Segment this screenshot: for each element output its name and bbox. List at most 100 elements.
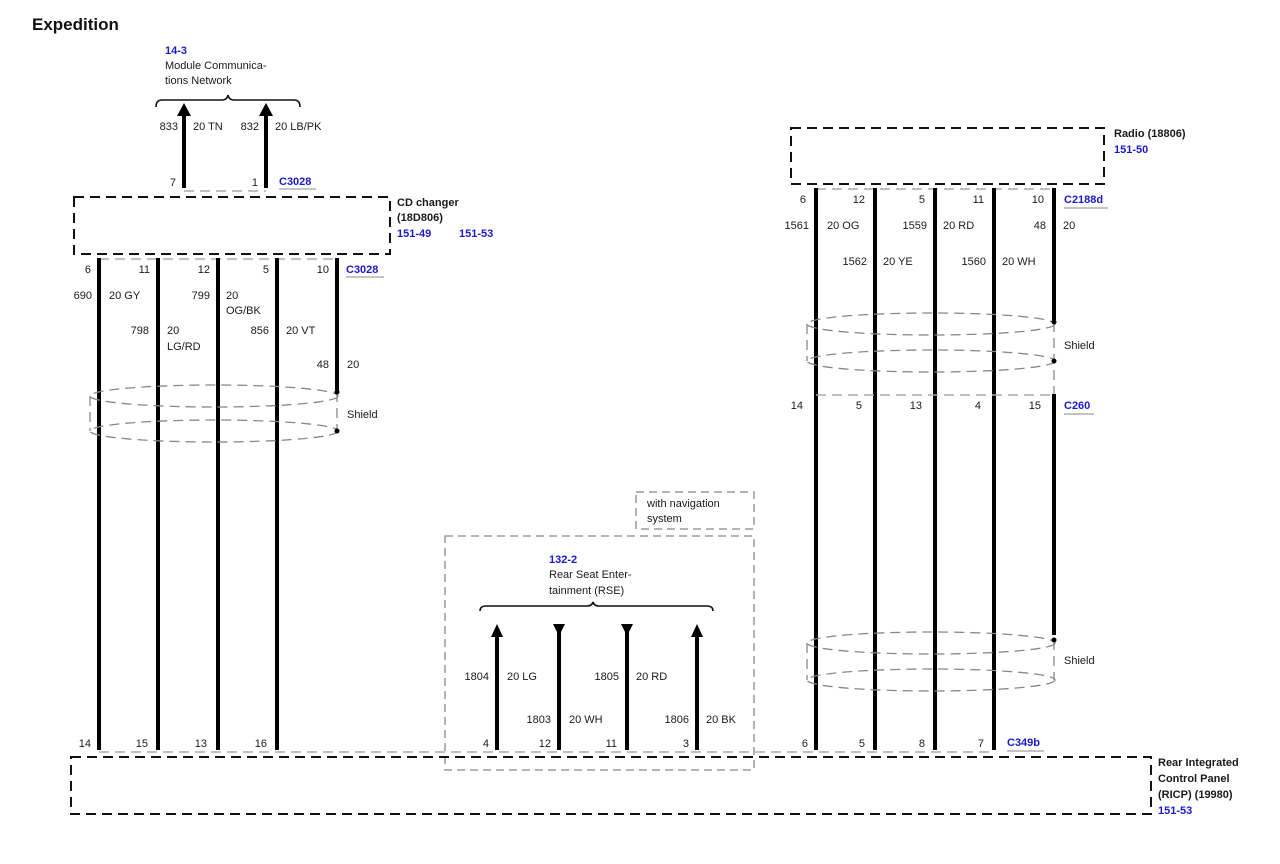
svg-text:20 TN: 20 TN	[193, 121, 223, 133]
ricp-ref-link[interactable]: 151-53	[1158, 805, 1192, 817]
svg-text:4: 4	[483, 738, 489, 750]
svg-text:6: 6	[800, 194, 806, 206]
svg-text:832: 832	[241, 121, 259, 133]
svg-text:11: 11	[139, 264, 150, 276]
svg-text:10: 10	[1032, 194, 1044, 206]
svg-text:1803: 1803	[527, 714, 551, 726]
radio-box	[790, 127, 1105, 185]
svg-text:20: 20	[1063, 220, 1075, 232]
svg-text:1806: 1806	[665, 714, 689, 726]
svg-text:1: 1	[252, 177, 258, 189]
svg-text:13: 13	[195, 738, 207, 750]
svg-text:15: 15	[1029, 400, 1041, 412]
svg-text:tainment (RSE): tainment (RSE)	[549, 585, 624, 597]
svg-text:20: 20	[226, 290, 238, 302]
svg-text:15: 15	[136, 738, 148, 750]
svg-text:20 WH: 20 WH	[569, 714, 603, 726]
svg-text:856: 856	[251, 325, 269, 337]
mcn-brace	[155, 94, 301, 108]
svg-text:1559: 1559	[903, 220, 927, 232]
arrow-up-icon	[177, 103, 191, 116]
svg-text:13: 13	[910, 400, 922, 412]
svg-text:1560: 1560	[962, 256, 986, 268]
svg-text:10: 10	[317, 264, 329, 276]
radio-shield-2-label: Shield	[1064, 655, 1095, 667]
svg-text:20 VT: 20 VT	[286, 325, 316, 337]
svg-text:20 OG: 20 OG	[827, 220, 859, 232]
mcn-wire-832: 832 20 LB/PK 1	[241, 103, 322, 189]
cd-changer-box	[73, 196, 391, 255]
mcn-connector-link[interactable]: C3028	[279, 176, 311, 188]
cd-changer-name-2: (18D806)	[397, 212, 443, 224]
arrow-up-icon	[691, 624, 703, 637]
svg-text:6: 6	[802, 738, 808, 750]
page-title: Expedition	[32, 15, 119, 34]
svg-text:20 BK: 20 BK	[706, 714, 737, 726]
radio-wires	[814, 188, 1056, 750]
svg-text:OG/BK: OG/BK	[226, 305, 262, 317]
svg-text:20: 20	[167, 325, 179, 337]
svg-text:20 RD: 20 RD	[636, 671, 667, 683]
svg-text:with navigation: with navigation	[646, 498, 720, 510]
arrow-down-icon	[621, 624, 633, 636]
svg-text:798: 798	[131, 325, 149, 337]
cd-changer-name-1: CD changer	[397, 197, 459, 209]
rse-ref-link[interactable]: 132-2	[549, 554, 577, 566]
svg-text:20 LG: 20 LG	[507, 671, 537, 683]
cd-changer-ref2-link[interactable]: 151-53	[459, 228, 493, 240]
arrow-down-icon	[553, 624, 565, 636]
svg-text:1562: 1562	[843, 256, 867, 268]
arrow-up-icon	[491, 624, 503, 637]
svg-text:20 GY: 20 GY	[109, 290, 141, 302]
svg-text:1561: 1561	[785, 220, 809, 232]
svg-text:5: 5	[859, 738, 865, 750]
ricp-box	[70, 756, 1152, 815]
svg-text:3: 3	[683, 738, 689, 750]
svg-text:12: 12	[853, 194, 865, 206]
cd-shield-label: Shield	[347, 409, 378, 421]
svg-text:20 YE: 20 YE	[883, 256, 913, 268]
cd-changer-ref1-link[interactable]: 151-49	[397, 228, 431, 240]
mcn-wire-833: 833 20 TN 7	[160, 103, 223, 189]
svg-text:14: 14	[791, 400, 803, 412]
rse-brace	[479, 601, 714, 612]
svg-text:5: 5	[263, 264, 269, 276]
arrow-up-icon	[259, 103, 273, 116]
svg-text:20 RD: 20 RD	[943, 220, 974, 232]
svg-text:20: 20	[347, 359, 359, 371]
svg-text:5: 5	[856, 400, 862, 412]
svg-text:20 WH: 20 WH	[1002, 256, 1036, 268]
cd-connector-link[interactable]: C3028	[346, 264, 378, 276]
cd-wires	[97, 258, 339, 750]
rse-option-box	[444, 535, 755, 771]
svg-text:5: 5	[919, 194, 925, 206]
svg-text:LG/RD: LG/RD	[167, 341, 201, 353]
radio-shield-1-label: Shield	[1064, 340, 1095, 352]
svg-text:8: 8	[919, 738, 925, 750]
svg-text:system: system	[647, 513, 682, 525]
rse-wires	[491, 624, 703, 750]
radio-shield-1	[806, 312, 1057, 394]
ricp-connector-link[interactable]: C349b	[1007, 737, 1040, 749]
svg-text:16: 16	[255, 738, 267, 750]
mcn-label-1: Module Communica-	[165, 60, 267, 72]
svg-text:12: 12	[198, 264, 210, 276]
svg-text:6: 6	[85, 264, 91, 276]
svg-text:48: 48	[1034, 220, 1046, 232]
ricp-name-1: Rear Integrated	[1158, 757, 1239, 769]
radio-shield-2	[806, 631, 1057, 692]
ricp-name-3: (RICP) (19980)	[1158, 789, 1233, 801]
radio-name: Radio (18806)	[1114, 128, 1186, 140]
c260-connector-link[interactable]: C260	[1064, 400, 1090, 412]
svg-text:1805: 1805	[595, 671, 619, 683]
svg-text:7: 7	[170, 177, 176, 189]
radio-connector-link[interactable]: C2188d	[1064, 194, 1103, 206]
radio-ref-link[interactable]: 151-50	[1114, 144, 1148, 156]
svg-text:4: 4	[975, 400, 981, 412]
svg-text:11: 11	[973, 194, 984, 206]
mcn-ref-link[interactable]: 14-3	[165, 45, 187, 57]
svg-text:14: 14	[79, 738, 91, 750]
svg-text:1804: 1804	[465, 671, 489, 683]
cd-shield	[89, 384, 340, 443]
svg-text:20 LB/PK: 20 LB/PK	[275, 121, 322, 133]
